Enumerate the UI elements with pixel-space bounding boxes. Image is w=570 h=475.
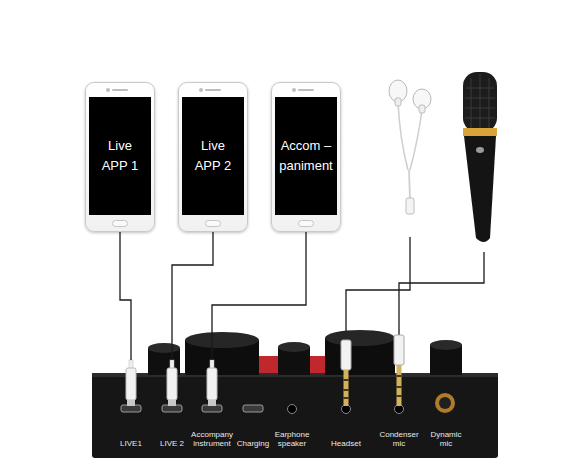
quarter-inch-jack xyxy=(435,393,455,413)
port-label: LIVE1 xyxy=(110,440,152,449)
usb-plug-tip xyxy=(208,400,216,406)
phone-home-button xyxy=(112,220,128,227)
usb-plug-tip xyxy=(168,400,176,406)
audio-jack xyxy=(288,405,297,414)
phone-home-button xyxy=(298,220,314,227)
app-label: Accom – paniment xyxy=(277,136,335,176)
phone-node: Live APP 1 xyxy=(85,82,155,232)
phone-screen: Live APP 2 xyxy=(182,97,244,215)
earbud-stem xyxy=(419,105,425,113)
port-node: Accompany instrument xyxy=(188,360,236,452)
usb-port xyxy=(162,405,182,412)
jack-plug-band xyxy=(397,376,402,396)
jack-plug-tip xyxy=(397,365,402,406)
earphone-plug xyxy=(406,198,414,214)
earbud-stem xyxy=(395,98,401,106)
wire-connector xyxy=(212,232,306,360)
phone-camera xyxy=(199,88,203,92)
phone-speaker xyxy=(205,89,221,91)
wire-connector xyxy=(120,232,131,360)
earphone-cable xyxy=(409,170,410,200)
jack-plug-tip xyxy=(344,370,349,406)
device-body xyxy=(92,373,498,458)
port-node: LIVE1 xyxy=(110,360,152,452)
knob-top xyxy=(185,332,259,348)
port-node: Headset xyxy=(324,360,368,452)
phone-screen: Accom – paniment xyxy=(275,97,337,215)
port-label: Dynamic mic xyxy=(424,431,468,449)
phone-node: Accom – paniment xyxy=(271,82,341,232)
earphone-cable xyxy=(398,103,408,170)
port-node: Condenser mic xyxy=(376,360,422,452)
port-node: Charging xyxy=(232,360,274,452)
phone-speaker xyxy=(112,89,128,91)
port-node: Earphone speaker xyxy=(270,360,314,452)
port-node: Dynamic mic xyxy=(424,360,468,452)
mic-handle xyxy=(464,136,496,242)
knob-top xyxy=(278,342,310,352)
port-label: Condenser mic xyxy=(376,431,422,449)
knob-top xyxy=(325,330,395,346)
mic-badge xyxy=(476,147,484,153)
jack-plug xyxy=(341,340,351,370)
knob-top xyxy=(148,343,180,353)
phone-camera xyxy=(292,88,296,92)
usb-port xyxy=(243,405,263,412)
quarter-inch-jack-hole xyxy=(439,397,451,409)
earphone-cable xyxy=(410,110,422,170)
usb-plug xyxy=(207,368,217,400)
jack-plug xyxy=(394,335,404,365)
headset-wire xyxy=(346,237,410,340)
mic-grille xyxy=(463,72,497,132)
phone-speaker xyxy=(298,89,314,91)
port-label: Accompany instrument xyxy=(188,431,236,449)
port-label: Charging xyxy=(232,440,274,449)
mic-gold-ring xyxy=(463,128,497,136)
mic-mesh xyxy=(465,74,495,130)
port-label: LIVE 2 xyxy=(151,440,193,449)
port-label: Headset xyxy=(324,440,368,449)
usb-port xyxy=(121,405,141,412)
phone-home-button xyxy=(205,220,221,227)
usb-plug xyxy=(126,368,136,400)
phone-node: Live APP 2 xyxy=(178,82,248,232)
app-label: Live APP 2 xyxy=(191,136,236,176)
port-label: Earphone speaker xyxy=(270,431,314,449)
jack-plug-band xyxy=(344,380,349,398)
usb-plug-tip xyxy=(127,400,135,406)
phone-camera xyxy=(106,88,110,92)
knob-top xyxy=(430,340,462,350)
usb-plug xyxy=(167,368,177,400)
phone-screen: Live APP 1 xyxy=(89,97,151,215)
wire-connector xyxy=(172,232,213,360)
usb-port xyxy=(202,405,222,412)
app-label: Live APP 1 xyxy=(98,136,143,176)
port-node: LIVE 2 xyxy=(151,360,193,452)
mic-wire xyxy=(399,252,484,335)
